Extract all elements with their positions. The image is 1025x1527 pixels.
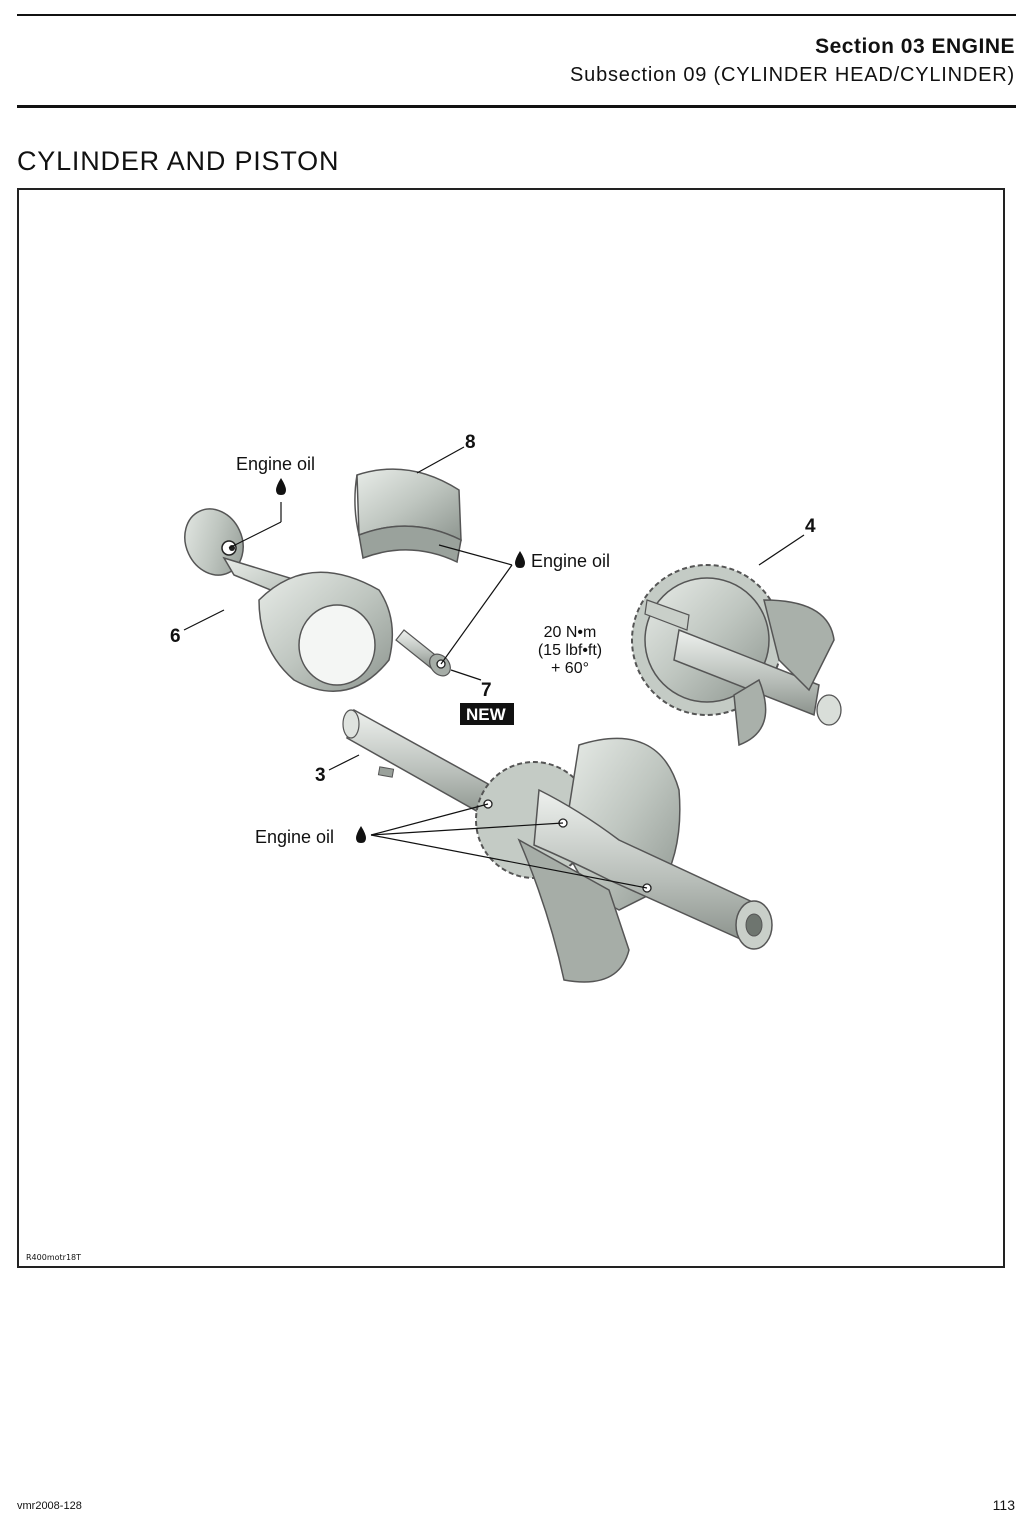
connecting-rod-part: [184, 508, 394, 692]
callout-7: 7: [481, 680, 492, 701]
engine-oil-label: Engine oil: [531, 551, 610, 571]
oil-drop-icon: [356, 826, 366, 843]
subsection-heading: Subsection 09 (CYLINDER HEAD/CYLINDER): [570, 64, 1015, 86]
torque-spec-line1: 20 N•m: [544, 624, 597, 641]
oil-drop-icon: [276, 478, 286, 495]
engine-oil-label: Engine oil: [255, 827, 334, 847]
balance-shaft-part: [631, 564, 842, 747]
document-reference: vmr2008-128: [17, 1500, 82, 1512]
bearing-part: [354, 468, 462, 564]
header-top-rule: [17, 14, 1016, 16]
engine-oil-label: Engine oil: [236, 454, 315, 474]
torque-spec-line3: + 60°: [551, 660, 589, 677]
callout-4: 4: [805, 516, 816, 537]
page-title: CYLINDER AND PISTON: [17, 146, 340, 176]
callout-8: 8: [465, 432, 476, 453]
new-badge: [460, 703, 514, 725]
oil-drop-icon: [515, 551, 525, 568]
exploded-view-figure: Engine oil 8 4 6 7 3 Engine oil Engine o…: [17, 188, 1005, 1268]
torque-spec-line2: (15 lbf•ft): [538, 642, 602, 659]
callout-6: 6: [170, 626, 181, 647]
bolt-part: [395, 629, 451, 677]
leader-lines: [183, 446, 805, 889]
header-bottom-rule: [17, 105, 1016, 108]
crankshaft-illustration: Engine oil 8 4 6 7 3 Engine oil Engine o…: [170, 432, 842, 983]
crankshaft-part: [342, 708, 773, 983]
page-number: 113: [992, 1497, 1015, 1513]
figure-code: R400motr18T: [26, 1253, 82, 1262]
section-heading: Section 03 ENGINE: [815, 35, 1015, 58]
new-badge-label: NEW: [466, 705, 507, 724]
callout-3: 3: [315, 765, 326, 786]
